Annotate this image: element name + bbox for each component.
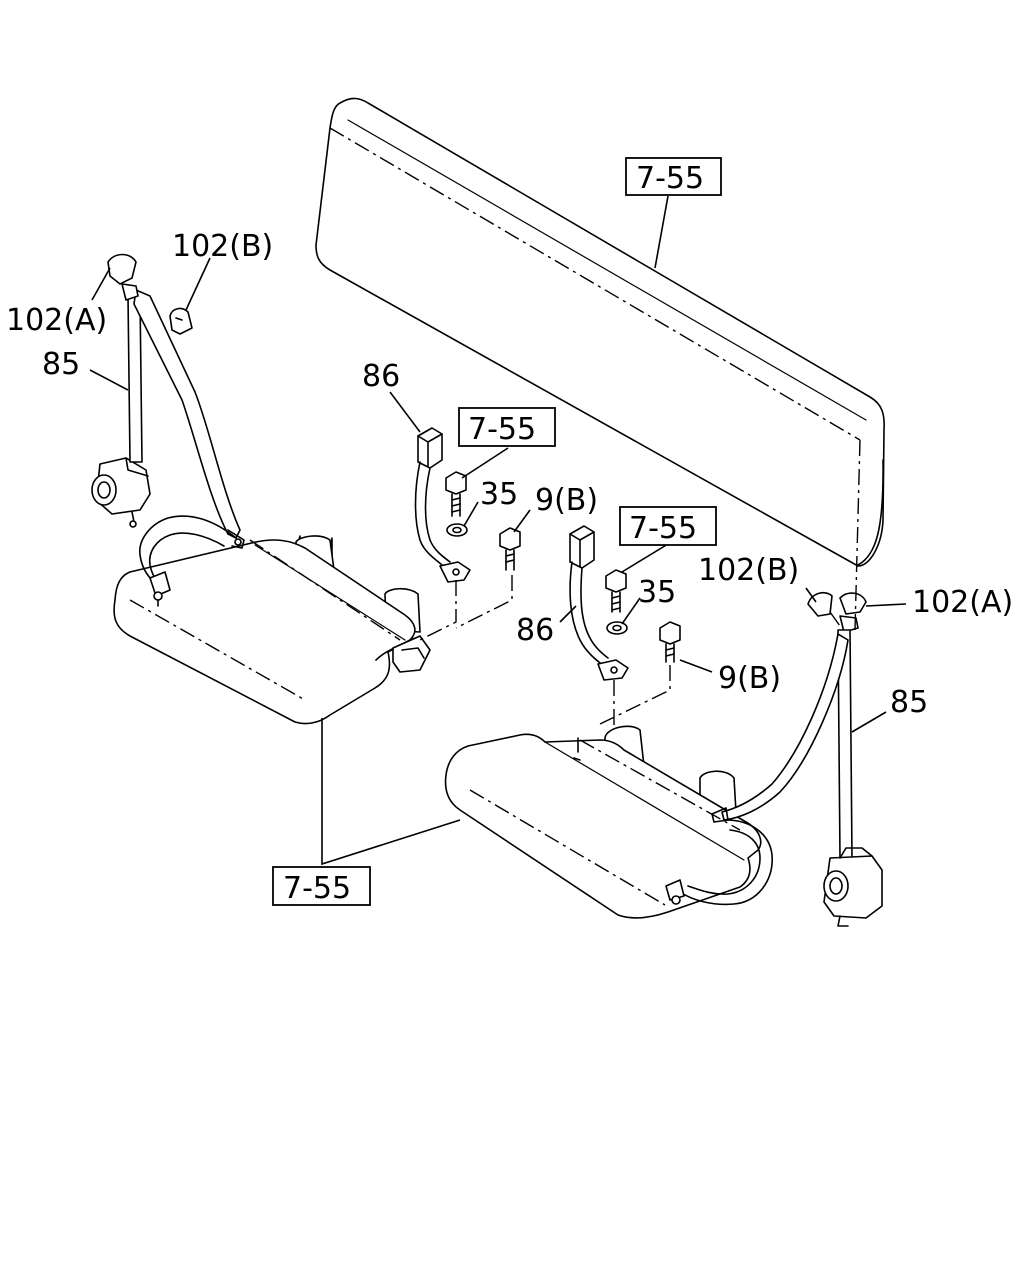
callout-35-left: 35 <box>480 477 518 512</box>
callout-86-right: 86 <box>516 613 554 648</box>
callout-9b-left: 9(B) <box>535 483 598 518</box>
ref-top-label: 7-55 <box>636 161 704 196</box>
callout-35-right: 35 <box>638 575 676 610</box>
left-buckle-group <box>414 427 521 583</box>
callout-85-right: 85 <box>890 685 928 720</box>
ref-mid-right-label: 7-55 <box>629 511 697 546</box>
seat-back <box>315 97 885 567</box>
ref-box-mid-left <box>458 407 556 447</box>
ref-box-mid-right <box>619 506 717 546</box>
callout-9b-right: 9(B) <box>718 661 781 696</box>
ref-box-bottom <box>272 866 371 906</box>
left-seat-cushion <box>113 535 431 725</box>
callout-102a-left: 102(A) <box>6 303 107 338</box>
left-seatbelt-retractor <box>91 253 245 607</box>
right-buckle-group <box>569 525 681 681</box>
callouts: 102(B) 102(A) 85 86 35 9(B) 86 35 9(B) 1… <box>6 229 1013 720</box>
callout-102a-right: 102(A) <box>912 585 1013 620</box>
callout-85-left: 85 <box>42 347 80 382</box>
right-seat-cushion <box>444 725 762 919</box>
callout-102b-right: 102(B) <box>698 553 799 588</box>
ref-bottom-label: 7-55 <box>283 871 351 906</box>
ref-mid-left-label: 7-55 <box>468 412 536 447</box>
ref-box-top <box>625 157 722 196</box>
centerlines <box>129 127 861 906</box>
leader-lines <box>89 195 907 866</box>
callout-86-left: 86 <box>362 359 400 394</box>
right-seatbelt-retractor <box>665 591 883 927</box>
reference-boxes: 7-55 7-55 7-55 7-55 <box>272 157 722 906</box>
callout-102b-left: 102(B) <box>172 229 273 264</box>
